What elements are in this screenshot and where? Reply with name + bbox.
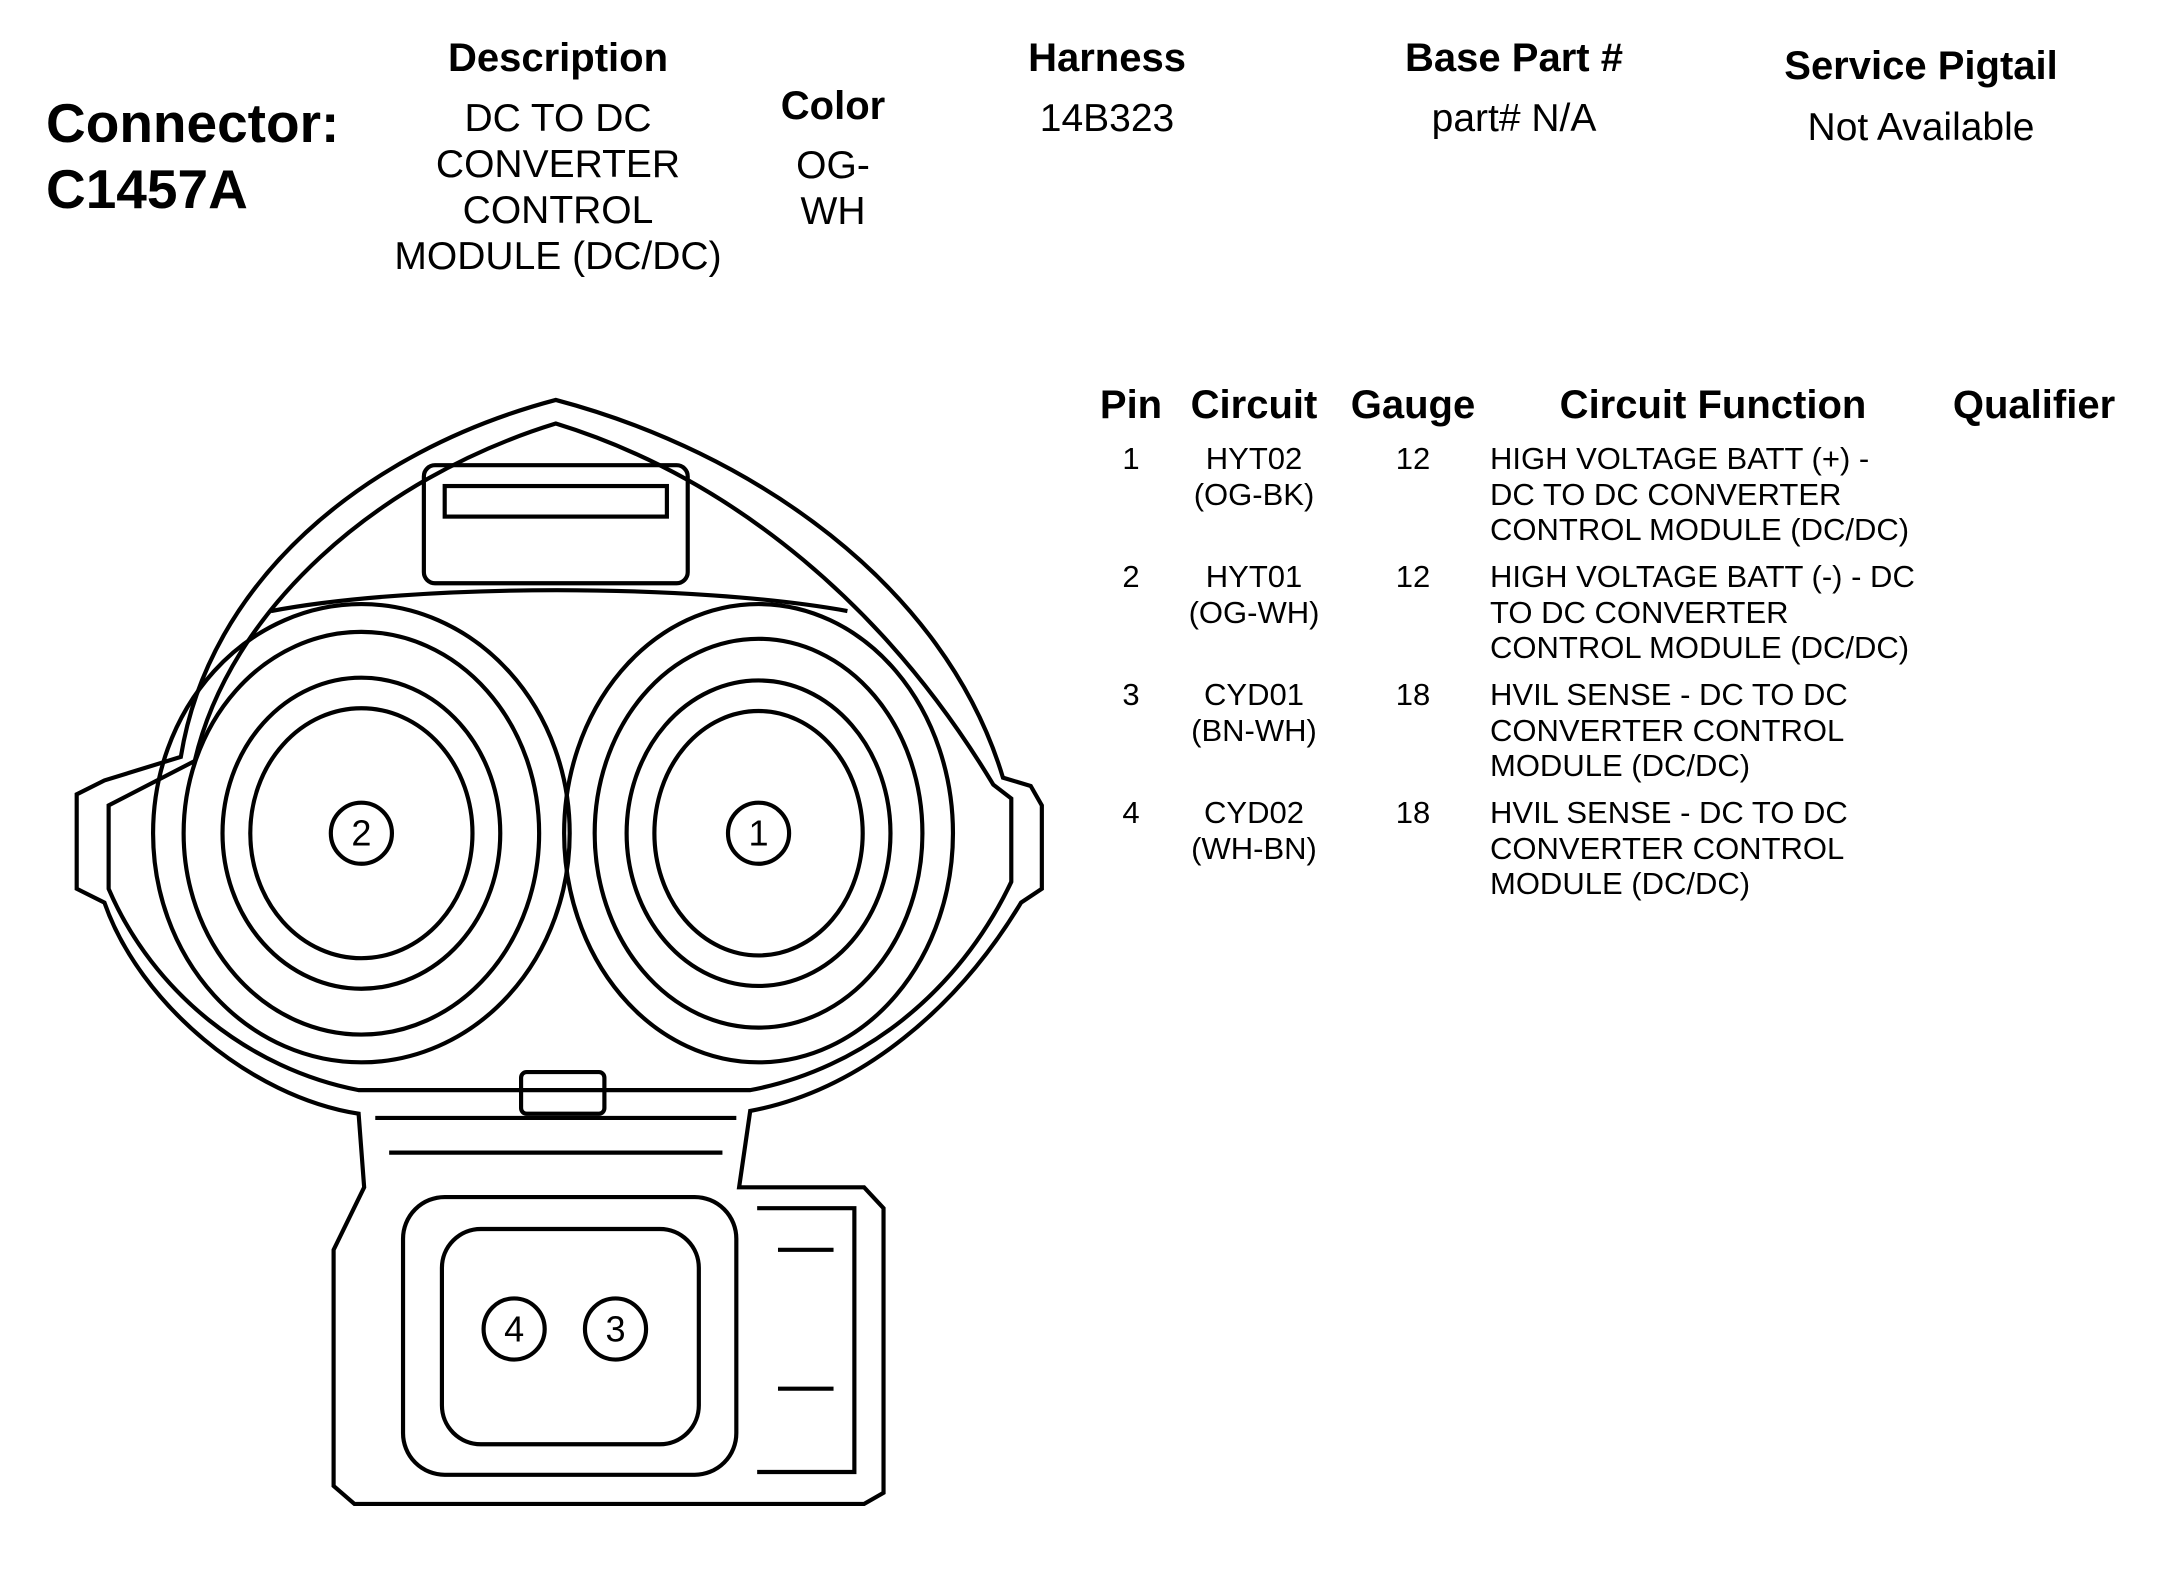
- table-header-function: Circuit Function: [1559, 383, 1867, 427]
- color-value: OG- WH: [796, 143, 870, 235]
- circuit-function-line: CONVERTER CONTROL: [1490, 830, 1845, 866]
- pin-2-marker: [328, 800, 395, 866]
- service-pigtail-header: Service Pigtail: [1784, 44, 2058, 88]
- pin-4-label: 4: [504, 1308, 524, 1349]
- description-line: DC TO DC: [464, 97, 652, 140]
- wire-gauge: 12: [1395, 441, 1431, 476]
- pin-number: 1: [1122, 441, 1140, 476]
- circuit-function-line: MODULE (DC/DC): [1490, 748, 1751, 783]
- pin-number: 2: [1122, 559, 1140, 594]
- cavity-2: [150, 601, 572, 1065]
- pin-1-marker: [725, 800, 792, 866]
- circuit-id: CYD01: [1204, 677, 1304, 712]
- connector-id: C1457A: [46, 158, 248, 220]
- circuit-function-line: HVIL SENSE - DC TO DC: [1490, 677, 1848, 712]
- connector-title: Connector: C1457A: [46, 90, 339, 222]
- circuit-id: HYT01: [1205, 559, 1303, 594]
- wire-color: (BN-WH): [1191, 712, 1317, 748]
- connector-outline: [74, 397, 1044, 1507]
- description-line: CONVERTER: [435, 143, 681, 186]
- description-line: CONTROL: [462, 189, 654, 232]
- circuit-function-line: HIGH VOLTAGE BATT (-) - DC: [1490, 559, 1915, 594]
- color-line: OG-: [796, 144, 870, 187]
- description-value: DC TO DC CONVERTER CONTROL MODULE (DC/DC…: [394, 96, 721, 280]
- color-header: Color: [780, 84, 886, 128]
- circuit-function-line: DC TO DC CONVERTER: [1490, 476, 1842, 512]
- pin-number: 3: [1122, 677, 1140, 712]
- cavity-1: [562, 601, 956, 1065]
- wire-color: (OG-BK): [1193, 476, 1315, 512]
- wire-color: (WH-BN): [1191, 830, 1317, 866]
- color-line: WH: [800, 190, 866, 233]
- pin-3-marker: [582, 1296, 649, 1362]
- circuit-function-line: CONVERTER CONTROL: [1490, 712, 1845, 748]
- connector-label: Connector:: [46, 92, 340, 154]
- wire-gauge: 12: [1395, 559, 1431, 594]
- circuit-function-line: MODULE (DC/DC): [1490, 866, 1751, 901]
- pin-1-label: 1: [749, 813, 769, 854]
- table-header-pin: Pin: [1099, 383, 1163, 427]
- lower-cavity: [400, 1194, 739, 1477]
- pin-4-marker: [481, 1296, 547, 1362]
- wire-gauge: 18: [1395, 677, 1431, 712]
- circuit-id: CYD02: [1204, 795, 1304, 830]
- circuit-id: HYT02: [1205, 441, 1303, 476]
- circuit-function-line: HVIL SENSE - DC TO DC: [1490, 795, 1848, 830]
- pin-2-label: 2: [351, 813, 371, 854]
- circuit-function-line: CONTROL MODULE (DC/DC): [1490, 630, 1910, 665]
- service-pigtail-value: Not Available: [1807, 106, 2035, 149]
- connector-inner-outline: [106, 421, 1014, 1093]
- circuit-function-line: TO DC CONVERTER: [1490, 594, 1789, 630]
- base-part-header: Base Part #: [1405, 36, 1623, 80]
- harness-value: 14B323: [1039, 97, 1175, 140]
- base-part-value: part# N/A: [1431, 97, 1597, 140]
- circuit-function-line: CONTROL MODULE (DC/DC): [1490, 512, 1910, 547]
- harness-header: Harness: [1028, 36, 1186, 80]
- wire-color: (OG-WH): [1188, 594, 1320, 630]
- table-header-qualifier: Qualifier: [1952, 383, 2116, 427]
- circuit-function-line: HIGH VOLTAGE BATT (+) -: [1490, 441, 1870, 476]
- description-line: MODULE (DC/DC): [394, 235, 722, 278]
- table-header-gauge: Gauge: [1350, 383, 1476, 427]
- wire-gauge: 18: [1395, 795, 1431, 830]
- description-header: Description: [447, 36, 669, 80]
- pin-3-label: 3: [605, 1308, 625, 1349]
- table-header-circuit: Circuit: [1190, 383, 1318, 427]
- pin-number: 4: [1122, 795, 1140, 830]
- top-latch: [421, 463, 690, 586]
